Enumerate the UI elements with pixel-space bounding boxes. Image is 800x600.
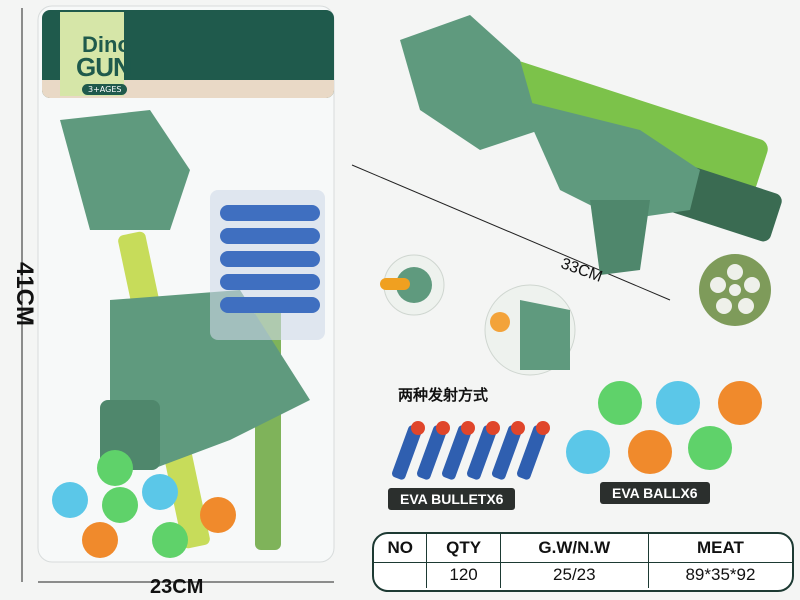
packaged-bullets — [210, 190, 325, 340]
age-badge: 3+AGES — [82, 84, 128, 95]
width-label: 23CM — [150, 576, 204, 598]
header-no: NO — [374, 534, 427, 563]
packaged-balls — [52, 450, 236, 558]
revolver-cylinder — [699, 254, 771, 326]
title-gun: GUN — [76, 52, 132, 82]
eva-balls-group — [566, 381, 762, 474]
table-row: 120 25/23 89*35*92 — [374, 562, 792, 588]
header-meas: MEAT — [647, 534, 792, 563]
cell-qty: 120 — [426, 562, 501, 588]
header-qty: QTY — [426, 534, 501, 563]
spec-table: NO QTY G.W/N.W MEAT 120 25/23 89*35*92 — [372, 532, 794, 592]
cell-meas: 89*35*92 — [647, 562, 792, 588]
length-dimension-line — [351, 164, 671, 301]
launch-modes-caption: 两种发射方式 — [398, 386, 489, 404]
balls-label: EVA BALLX6 — [600, 482, 710, 504]
header-weight: G.W/N.W — [499, 534, 649, 563]
title-box: Dino GUN 3+AGES — [60, 12, 132, 96]
height-label: 41CM — [11, 261, 39, 327]
title-dino: Dino — [82, 32, 131, 57]
bullets-label: EVA BULLETX6 — [388, 488, 516, 510]
cell-weight: 25/23 — [499, 562, 649, 588]
cell-no — [374, 562, 427, 588]
dino-gun — [400, 15, 782, 275]
mode-switch-diagram — [380, 254, 576, 376]
table-header-row: NO QTY G.W/N.W MEAT — [374, 534, 792, 563]
package-header-card: Dino GUN 3+AGES — [42, 10, 334, 98]
eva-bullets-row — [391, 421, 550, 480]
